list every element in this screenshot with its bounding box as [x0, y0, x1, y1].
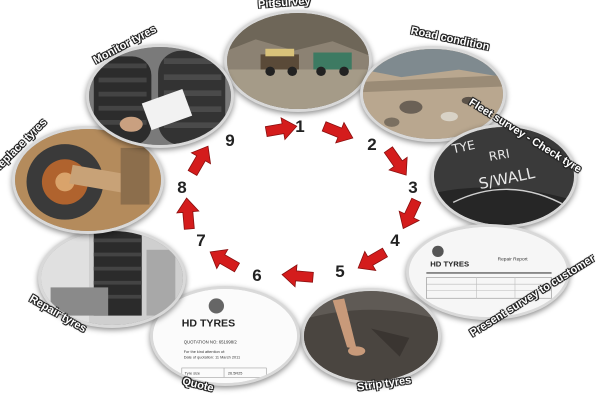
monitor-tyres-image	[89, 47, 231, 145]
fleet-survey-image: TYE RRI S/WALL	[434, 127, 574, 225]
step-number-3: 3	[408, 178, 418, 197]
chalk-text-2: RRI	[488, 147, 511, 164]
quote-cell-2: 26.5R25	[228, 372, 243, 376]
step-number-4: 4	[390, 231, 400, 250]
report-brand: HD TYRES	[430, 259, 469, 268]
step-number-2: 2	[367, 135, 377, 154]
pit-survey-image	[227, 13, 369, 109]
photo-fleet-survey: TYE RRI S/WALL	[431, 124, 577, 228]
step-number-6: 6	[252, 266, 262, 285]
quote-line-1: For the kind attention of:	[184, 350, 225, 354]
step-number-1: 1	[295, 117, 305, 136]
photo-monitor-tyres	[86, 44, 234, 148]
replace-tyres-image	[15, 129, 161, 231]
photo-replace-tyres	[12, 126, 164, 234]
repair-tyres-image	[41, 231, 183, 325]
strip-tyres-image	[304, 291, 438, 381]
cycle-arrow-4	[398, 197, 422, 230]
cycle-arrow-8	[176, 197, 200, 230]
step-number-7: 7	[196, 231, 206, 250]
quotation-image: HD TYRES QUOTATION NO: 651998/2 For the …	[153, 289, 297, 383]
quote-brand: HD TYRES	[182, 319, 235, 330]
cycle-arrow-6	[281, 264, 314, 288]
step-number-9: 9	[225, 131, 235, 150]
quote-cell-1: Tyre size	[185, 372, 200, 376]
step-number-5: 5	[335, 262, 345, 281]
quote-number: QUOTATION NO: 651998/2	[184, 340, 238, 345]
photo-pit-survey	[224, 10, 372, 112]
cycle-arrow-3	[383, 146, 408, 176]
chalk-text-1: TYE	[450, 138, 477, 157]
quote-line-2: Date of quotation: 11 March 2011	[184, 356, 240, 360]
photo-repair-tyres	[38, 228, 186, 328]
photo-survey-report: HD TYRES Repair Report	[406, 224, 570, 320]
step-number-8: 8	[177, 178, 187, 197]
road-condition-image	[363, 49, 503, 139]
photo-strip-tyres	[301, 288, 441, 384]
survey-report-image: HD TYRES Repair Report	[409, 227, 567, 317]
report-title: Repair Report	[498, 257, 529, 263]
cycle-arrow-2	[321, 121, 354, 144]
photo-road-condition	[360, 46, 506, 142]
cycle-arrow-9	[187, 145, 212, 177]
